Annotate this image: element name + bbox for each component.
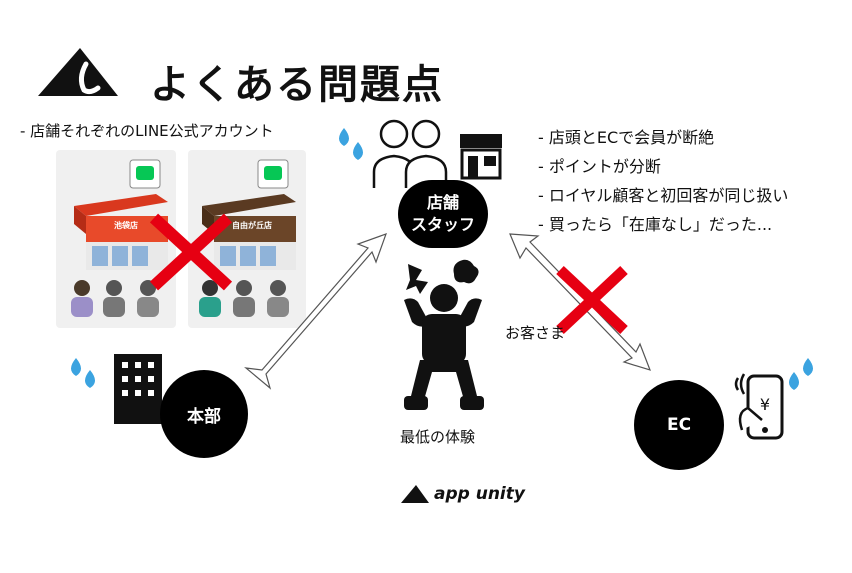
ec-node: EC bbox=[634, 380, 724, 470]
staff-node-label: 店舗 スタッフ bbox=[410, 193, 475, 234]
page-title: よくある問題点 bbox=[150, 62, 444, 108]
issue-item: - ロイヤル顧客と初回客が同じ扱い bbox=[538, 186, 789, 205]
issue-item: - 買ったら「在庫なし」だった... bbox=[538, 215, 773, 234]
hq-node-label: 本部 bbox=[187, 406, 221, 427]
double-arrow-staff-ec-icon bbox=[509, 233, 652, 371]
hq-node: 本部 bbox=[160, 370, 248, 458]
store-card-1: 池袋店 bbox=[56, 150, 176, 328]
sweat-drops-icon bbox=[789, 358, 813, 390]
double-arrow-hq-staff-icon bbox=[244, 233, 387, 390]
svg-text:¥: ¥ bbox=[760, 395, 770, 414]
store-sign: 自由が丘店 bbox=[232, 221, 272, 230]
person-icon bbox=[267, 280, 289, 317]
person-icon bbox=[233, 280, 255, 317]
cross-mark-icon bbox=[149, 213, 233, 291]
ec-node-label: EC bbox=[666, 415, 692, 435]
customer-label: お客さま bbox=[505, 324, 566, 342]
frustrated-customer-icon bbox=[404, 259, 484, 410]
store-illustration-icon bbox=[71, 159, 168, 317]
person-icon bbox=[103, 280, 125, 317]
footer-brand: app unity bbox=[400, 484, 525, 504]
store-sign: 池袋店 bbox=[114, 221, 138, 230]
footer-brand-name: app unity bbox=[434, 484, 525, 504]
issue-item: - 店頭とECで会員が断絶 bbox=[538, 128, 715, 147]
issues-list: - 店頭とECで会員が断絶 - ポイントが分断 - ロイヤル顧客と初回客が同じ扱… bbox=[538, 123, 788, 239]
staff-node: 店舗 スタッフ bbox=[398, 180, 488, 248]
issue-item: - ポイントが分断 bbox=[538, 157, 661, 176]
sweat-drops-icon bbox=[339, 128, 363, 160]
sweat-drops-icon bbox=[71, 358, 95, 388]
store-accounts-caption: - 店舗それぞれのLINE公式アカウント bbox=[20, 122, 274, 140]
person-icon bbox=[199, 280, 221, 317]
smartphone-icon: ¥ bbox=[734, 373, 784, 440]
customer-experience-caption: 最低の体験 bbox=[400, 428, 476, 446]
building-icon bbox=[114, 354, 162, 424]
brand-logo-icon bbox=[401, 485, 429, 503]
brand-logo-icon bbox=[38, 48, 118, 96]
shop-icon bbox=[460, 134, 502, 180]
cross-mark-icon bbox=[556, 265, 628, 335]
person-icon bbox=[71, 280, 93, 317]
person-icon bbox=[137, 280, 159, 317]
